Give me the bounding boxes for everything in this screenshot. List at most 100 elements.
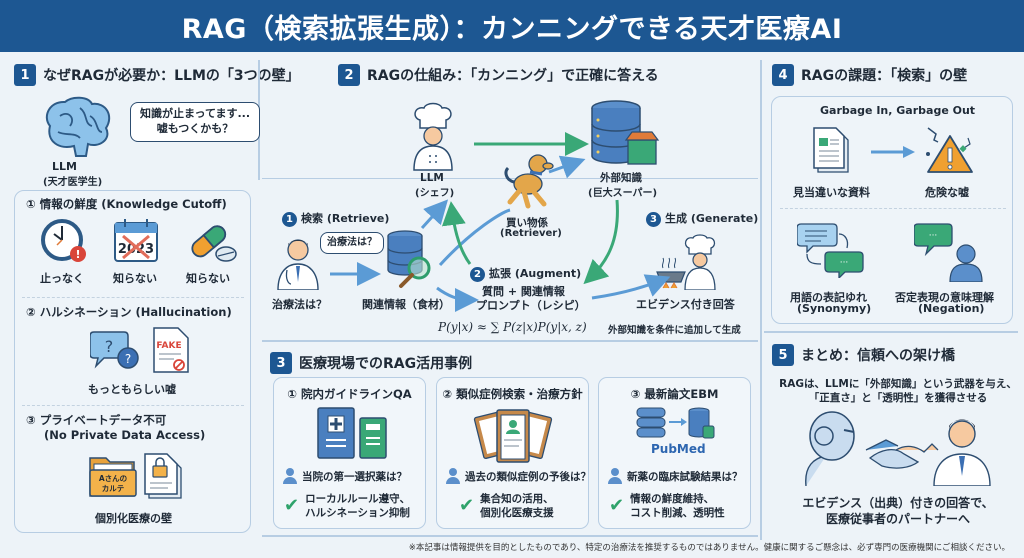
- answer-line: ローカルルール遵守、: [305, 493, 411, 505]
- section4-title: RAGの課題：「検索」の壁: [801, 68, 968, 84]
- patient-folder-icon: Aさんの カルテ: [89, 457, 137, 497]
- ai-doctor-handshake-icon: [805, 411, 991, 486]
- step-number: 1: [282, 211, 297, 227]
- divider: [262, 535, 758, 537]
- section2-title: RAGの仕組み：「カンニング」で正確に答える: [367, 68, 659, 84]
- page-title: RAG（検索拡張生成）：カンニングできる天才医療AI: [181, 13, 843, 45]
- use-case-card: ③ 最新論文EBM PubMed 新薬の臨床試験結果は？ ✔情報の鮮度維持、コス…: [598, 377, 751, 529]
- case-files-icon: [473, 409, 553, 463]
- speech-bubble: 知識が止まってます... 嘘もつくかも？: [130, 102, 260, 142]
- card-title: ② 類似症例検索・治療方針: [442, 387, 583, 401]
- calendar-crossed-icon: 2023: [114, 219, 158, 262]
- answer-line: 個別化医療支援: [480, 507, 554, 520]
- bad-doc-label: 見当違いな資料: [793, 186, 870, 199]
- section3-title: 医療現場でのRAG活用事例: [299, 356, 473, 372]
- section2-heading: 2 RAGの仕組み：「カンニング」で正確に答える: [338, 64, 659, 86]
- answer-label: エビデンス付き回答: [636, 298, 735, 311]
- gigo-text: Garbage In, Garbage Out: [820, 104, 976, 117]
- card-question: 新薬の臨床試験結果は？: [607, 468, 743, 484]
- section-number-badge: 4: [772, 64, 794, 86]
- folder-text: Aさんの: [99, 474, 127, 483]
- locked-document-icon: [144, 453, 182, 499]
- kb-sublabel: (巨大スーパー): [588, 188, 658, 199]
- dashed-divider: [22, 405, 244, 406]
- summary-line1: RAGは、LLMに「外部知識」という武器を与え、: [779, 378, 1017, 390]
- synonymy-bubbles-icon: ···: [797, 223, 864, 278]
- answer-line: 集合知の活用、: [480, 493, 554, 505]
- arrow-augment-to-llm: [441, 201, 472, 265]
- section5-heading: 5 まとめ：信頼への架け橋: [772, 344, 955, 366]
- arrow-db-to-retriever: [438, 208, 511, 267]
- llm-chef-sublabel: (シェフ): [415, 188, 455, 199]
- check-icon: ✔: [284, 495, 300, 517]
- question-text: 当院の第一選択薬は？: [302, 470, 407, 483]
- database-store-icon: [591, 100, 660, 165]
- use-case-card: ① 院内ガイドラインQA 当院の第一選択薬は？ ✔ ローカルルール遵守、ハルシネー…: [273, 377, 426, 529]
- wall3-title-line1: ③ プライベートデータ不可: [26, 413, 167, 427]
- answer-line: コスト削減、透明性: [630, 507, 725, 520]
- wall3-label: 個別化医療の壁: [95, 512, 172, 525]
- pill-icon: [191, 225, 237, 262]
- section1-heading: 1 なぜRAGが必要か：LLMの「3つの壁」: [14, 64, 300, 86]
- wall1-title: ① 情報の鮮度 (Knowledge Cutoff): [26, 197, 227, 211]
- doctor-bubble: 治療法は？: [320, 232, 384, 254]
- arrow-kb-to-augment: [583, 199, 619, 285]
- divider: [760, 60, 762, 540]
- retriever-label: 買い物係: [506, 217, 548, 229]
- arrow-prompt-to-answer: [591, 274, 671, 300]
- negation-person-icon: ···: [914, 223, 983, 282]
- guideline-books-icon: [317, 407, 387, 459]
- arrow-db-to-llm: [420, 199, 449, 230]
- card-title: ① 院内ガイドラインQA: [287, 387, 412, 401]
- divider: [764, 331, 1018, 333]
- prompt-line1: 質問 + 関連情報: [482, 285, 565, 298]
- step-number: 3: [646, 211, 661, 227]
- card-question: 当院の第一選択薬は？: [282, 468, 407, 484]
- fake-document-icon: FAKE: [153, 327, 189, 373]
- card-title: ③ 最新論文EBM: [630, 387, 719, 401]
- wall3-title-line2: (No Private Data Access): [44, 428, 206, 442]
- llm-sublabel: (天才医学生): [43, 177, 103, 188]
- section-number-badge: 1: [14, 64, 36, 86]
- answer-line: ハルシネーション抑制: [305, 507, 410, 520]
- summary-bottom-line2: 医療従事者のパートナーへ: [825, 512, 970, 526]
- arrow-right-icon: [871, 146, 915, 158]
- card-answer: ✔ ローカルルール遵守、ハルシネーション抑制: [284, 492, 410, 520]
- negation-sublabel: (Negation): [918, 302, 985, 315]
- doctor-icon: [277, 239, 319, 290]
- section5-title: まとめ：信頼への架け橋: [801, 348, 955, 364]
- database-search-icon: [387, 230, 431, 288]
- section1-title: なぜRAGが必要か：LLMの「3つの壁」: [43, 68, 300, 84]
- synonymy-sublabel: (Synonymy): [797, 302, 872, 315]
- calendar-year: 2023: [118, 242, 154, 257]
- summary-bottom-line1: エビデンス（出典）付きの回答で、: [802, 496, 994, 510]
- wall1-item-label: 知らない: [113, 272, 157, 285]
- question-text: 過去の類似症例の予後は？: [465, 470, 591, 483]
- doctor-question-label: 治療法は？: [272, 298, 327, 311]
- formula-note: 外部知識を条件に追加して生成: [608, 325, 741, 336]
- chef-cooking-icon: [656, 234, 716, 290]
- related-info-label: 関連情報（食材）: [362, 298, 450, 311]
- summary-line2: 「正直さ」と「透明性」を獲得させる: [808, 392, 988, 404]
- prompt-line2: プロンプト（レシピ）: [476, 299, 586, 312]
- dashed-divider: [22, 297, 244, 298]
- section-number-badge: 5: [772, 344, 794, 366]
- dashed-divider: [780, 208, 1006, 209]
- card-answer: ✔情報の鮮度維持、コスト削減、透明性: [609, 492, 725, 520]
- pubmed-logo: PubMed: [651, 442, 706, 456]
- warning-icon: [926, 127, 973, 173]
- fake-text: FAKE: [156, 341, 181, 351]
- chef-llm-icon: [413, 102, 453, 171]
- llm-label: LLM: [52, 160, 77, 173]
- flow-arrows: [330, 132, 671, 312]
- card-question: 過去の類似症例の予後は？: [445, 468, 591, 484]
- arrow-db-to-prompt: [436, 286, 479, 312]
- bubble-line: 嘘もつくかも？: [156, 121, 234, 135]
- section4-heading: 4 RAGの課題：「検索」の壁: [772, 64, 967, 86]
- danger-label: 危険な嘘: [925, 186, 969, 199]
- wall1-item-label: 知らない: [186, 272, 230, 285]
- use-case-card: ② 類似症例検索・治療方針 過去の類似症例の予後は？ ✔集合知の活用、個別化医療…: [436, 377, 591, 529]
- divider: [262, 340, 758, 342]
- synonymy-label: 用語の表記ゆれ: [790, 291, 867, 304]
